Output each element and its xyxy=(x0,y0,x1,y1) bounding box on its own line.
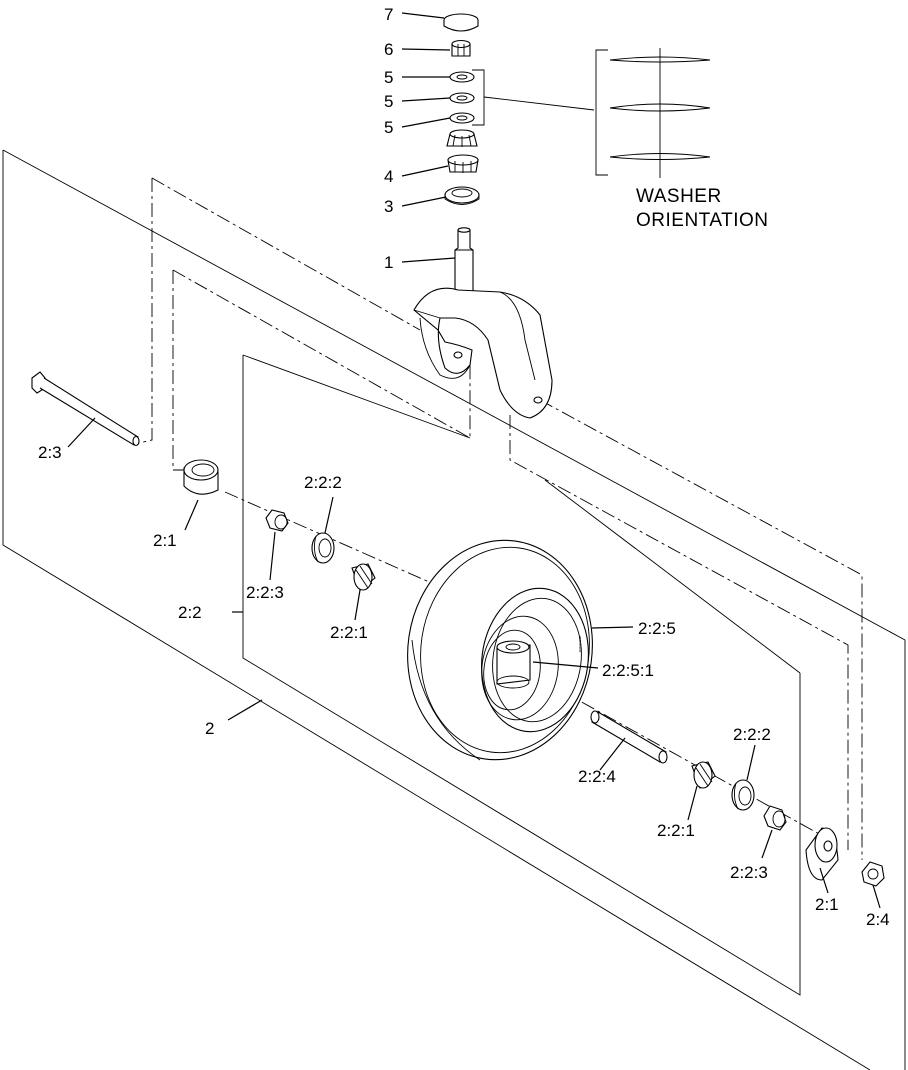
callout-2-1-right: 2:1 xyxy=(815,895,839,914)
callout-4: 4 xyxy=(384,167,393,186)
callout-2-2-1-right: 2:2:1 xyxy=(657,821,695,840)
callout-2-2-4: 2:2:4 xyxy=(578,767,616,786)
dust-cap-7 xyxy=(443,13,479,32)
callout-2-1-left: 2:1 xyxy=(153,531,177,550)
washers-5 xyxy=(449,69,595,126)
bearing-cup-2-2-2-left xyxy=(311,532,335,564)
callout-2-2-2-left: 2:2:2 xyxy=(304,473,342,492)
leader-lines xyxy=(67,12,881,909)
callout-5-top: 5 xyxy=(384,68,393,87)
axle-bolt-2-3 xyxy=(31,371,140,447)
washer-orientation-caption: WASHER ORIENTATION xyxy=(636,186,769,231)
bearing-cup-3 xyxy=(444,186,480,205)
callout-labels: 7 6 5 5 5 4 3 1 2:3 2:1 2:2:2 2:2:3 2:2 … xyxy=(38,5,890,929)
callout-2: 2 xyxy=(205,719,214,738)
callout-2-2-3-left: 2:2:3 xyxy=(246,583,284,602)
caster-fork-1 xyxy=(413,227,553,419)
callout-2-4: 2:4 xyxy=(866,910,890,929)
callout-2-2-5-1: 2:2:5:1 xyxy=(602,661,654,680)
callout-6: 6 xyxy=(384,40,393,59)
callout-2-2-2-right: 2:2:2 xyxy=(733,725,771,744)
bearing-cup-2-2-2-right xyxy=(731,779,755,811)
callout-2-2: 2:2 xyxy=(178,603,202,622)
spacer-2-1-right xyxy=(805,827,839,881)
bearing-cone-2-2-1-left xyxy=(351,563,376,591)
callout-5-middle: 5 xyxy=(384,92,393,111)
bearing-cone-4 xyxy=(447,154,479,173)
bearing-cone-2-2-1-right xyxy=(691,761,716,789)
bushing-2-2-3-left xyxy=(265,509,289,532)
tire-sidewall-marking: ≈≈≈≈≈ xyxy=(576,636,582,653)
callout-5-bottom: 5 xyxy=(384,118,393,137)
washer-caption-line2: ORIENTATION xyxy=(636,210,769,231)
nut-2-4 xyxy=(861,861,885,887)
callout-2-3: 2:3 xyxy=(38,443,62,462)
washer-orientation-detail xyxy=(595,48,711,178)
callout-2-2-1-left: 2:2:1 xyxy=(330,623,368,642)
bearing-cone-upper xyxy=(446,129,478,147)
spacer-tube-2-2-4 xyxy=(590,710,668,764)
washer-caption-line1: WASHER xyxy=(636,186,722,207)
callout-2-2-5: 2:2:5 xyxy=(638,619,676,638)
callout-1: 1 xyxy=(384,253,393,272)
bushing-2-2-3-right xyxy=(763,805,787,831)
locknut-6 xyxy=(451,39,471,57)
spacer-2-1-left xyxy=(183,459,219,495)
assembly-panel-2-2 xyxy=(242,354,801,996)
callout-2-2-3-right: 2:2:3 xyxy=(730,863,768,882)
callout-7: 7 xyxy=(384,5,393,24)
assembly-panel-2 xyxy=(2,149,906,1070)
wheel-hub-2-2-5-1 xyxy=(496,640,531,689)
callout-3: 3 xyxy=(384,197,393,216)
